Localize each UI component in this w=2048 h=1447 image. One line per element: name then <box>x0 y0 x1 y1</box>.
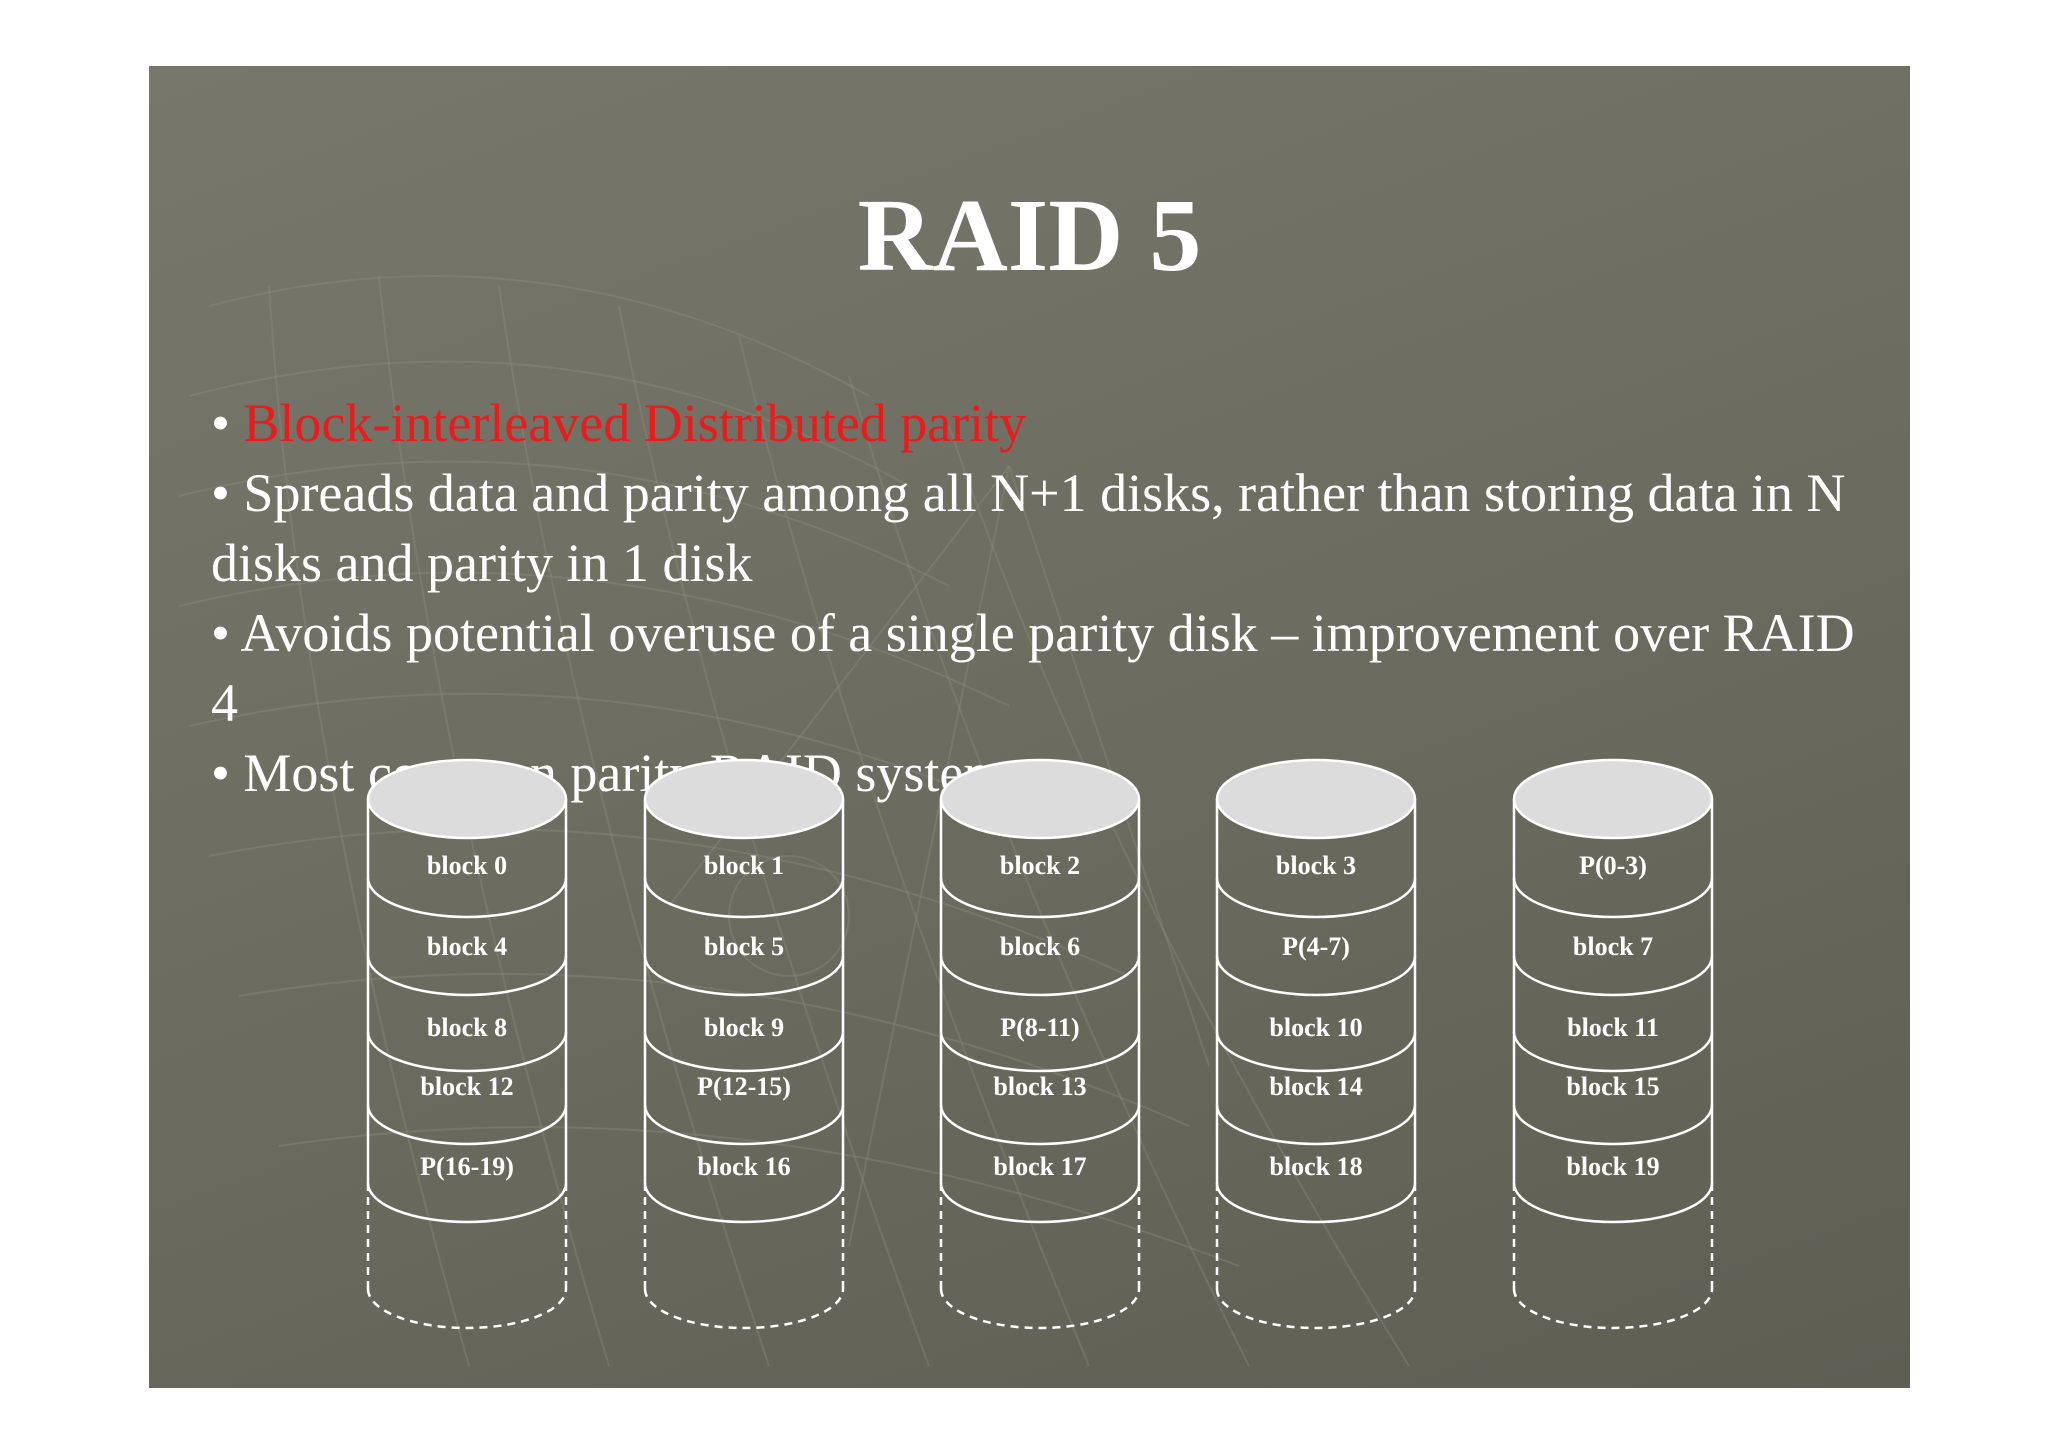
disk-cylinder: block 2 block 6 P(8-11) block 13 block 17 <box>939 758 1141 1330</box>
block-label: block 1 <box>704 851 784 880</box>
block-separator <box>1512 1031 1714 1073</box>
block-label: block 0 <box>427 851 507 880</box>
block-separator <box>939 1182 1141 1224</box>
block-separator <box>366 1031 568 1073</box>
block-label: P(0-3) <box>1579 851 1647 880</box>
block-label: block 14 <box>1269 1072 1362 1101</box>
block-label: P(12-15) <box>697 1072 791 1101</box>
slide: RAID 5 • Block-interleaved Distributed p… <box>149 66 1910 1388</box>
block-separator <box>366 1104 568 1146</box>
block-separator <box>643 1031 845 1073</box>
block-separator <box>939 1104 1141 1146</box>
block-separator <box>1215 955 1417 997</box>
block-label: block 4 <box>427 932 507 961</box>
block-label: block 15 <box>1566 1072 1659 1101</box>
disk-cylinder: block 0 block 4 block 8 block 12 P(16-19) <box>366 758 568 1330</box>
block-separator <box>643 877 845 919</box>
disk-cylinder: P(0-3) block 7 block 11 block 15 block 19 <box>1512 758 1714 1330</box>
block-separator <box>1512 1104 1714 1146</box>
bullet-symbol: • <box>211 743 230 803</box>
disk-top <box>643 758 845 840</box>
disk-top <box>366 758 568 840</box>
block-separator <box>643 955 845 997</box>
block-separator <box>939 955 1141 997</box>
block-separator <box>1512 877 1714 919</box>
block-separator <box>366 955 568 997</box>
disk-bottom-dashed <box>643 1288 845 1330</box>
disk-cylinder: block 1 block 5 block 9 P(12-15) block 16 <box>643 758 845 1330</box>
bullet-item: • Block-interleaved Distributed parity <box>211 388 1871 458</box>
block-label: block 10 <box>1269 1013 1362 1042</box>
block-label: P(16-19) <box>420 1152 514 1181</box>
block-separator <box>939 877 1141 919</box>
bullet-symbol: • <box>211 603 230 663</box>
block-separator <box>1512 1182 1714 1224</box>
block-separator <box>366 877 568 919</box>
block-label: block 18 <box>1269 1152 1362 1181</box>
block-label: P(8-11) <box>1000 1013 1079 1042</box>
slide-title: RAID 5 <box>857 178 1202 293</box>
block-separator <box>1215 1031 1417 1073</box>
block-separator <box>1215 877 1417 919</box>
background-net-graphic <box>178 275 1410 1367</box>
block-label: P(4-7) <box>1282 932 1350 961</box>
disk-bottom-dashed <box>939 1288 1141 1330</box>
block-separator <box>1512 955 1714 997</box>
block-separator <box>1215 1104 1417 1146</box>
block-label: block 19 <box>1566 1152 1659 1181</box>
block-separator <box>1215 1182 1417 1224</box>
block-label: block 5 <box>704 932 784 961</box>
disk-top <box>939 758 1141 840</box>
block-label: block 11 <box>1567 1013 1659 1042</box>
block-label: block 6 <box>1000 932 1080 961</box>
block-label: block 16 <box>697 1152 790 1181</box>
block-label: block 2 <box>1000 851 1080 880</box>
bullet-text: Spreads data and parity among all N+1 di… <box>211 463 1846 593</box>
block-label: block 13 <box>993 1072 1086 1101</box>
block-label: block 12 <box>420 1072 513 1101</box>
bullet-text: Block-interleaved Distributed parity <box>243 393 1027 453</box>
block-separator <box>643 1182 845 1224</box>
bullet-symbol: • <box>211 463 230 523</box>
block-separator <box>643 1104 845 1146</box>
block-label: block 8 <box>427 1013 507 1042</box>
block-label: block 7 <box>1573 932 1653 961</box>
block-separator <box>366 1182 568 1224</box>
block-separator <box>939 1031 1141 1073</box>
disk-top <box>1215 758 1417 840</box>
bullet-item: • Avoids potential overuse of a single p… <box>211 598 1871 738</box>
disk-bottom-dashed <box>366 1288 568 1330</box>
bullet-item: • Spreads data and parity among all N+1 … <box>211 458 1871 598</box>
block-label: block 9 <box>704 1013 784 1042</box>
disk-cylinder: block 3 P(4-7) block 10 block 14 block 18 <box>1215 758 1417 1330</box>
disk-top <box>1512 758 1714 840</box>
block-label: block 17 <box>993 1152 1086 1181</box>
block-label: block 3 <box>1276 851 1356 880</box>
disk-bottom-dashed <box>1512 1288 1714 1330</box>
bullet-symbol: • <box>211 393 230 453</box>
disk-bottom-dashed <box>1215 1288 1417 1330</box>
bullet-text: Avoids potential overuse of a single par… <box>211 603 1855 733</box>
